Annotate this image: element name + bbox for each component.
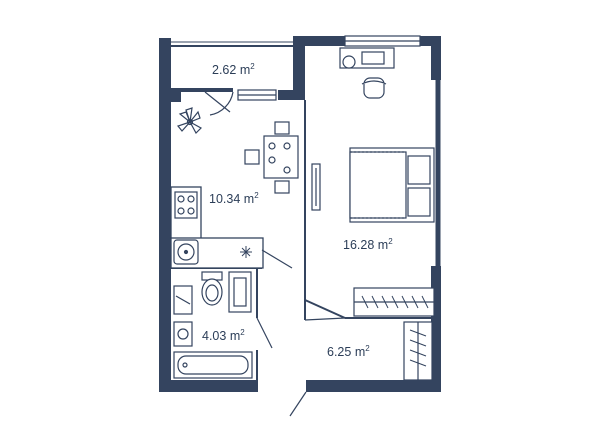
chair-icon [361,77,387,99]
bedroom-window [344,35,421,47]
doors [256,249,346,417]
wardrobe-icon [403,321,433,381]
fridge-icon [240,246,252,258]
chair-icon [244,121,290,194]
toilet-icon [201,271,223,306]
kitchen-area-label: 10.34 m2 [209,191,259,206]
wardrobe-icon [353,287,435,317]
bedroom-area-label: 16.28 m2 [343,237,393,252]
sink-icon [173,239,199,265]
tv-icon [311,163,321,211]
bathtub-icon [173,351,253,379]
balcony-door [204,89,277,116]
washbasin-icon [173,285,193,347]
interior-walls [171,45,440,392]
bathroom-area-label: 4.03 m2 [202,328,245,343]
stove-icon [174,191,198,219]
hallway-area-label: 6.25 m2 [327,344,370,359]
dining-table-icon [263,135,299,179]
outer-walls [159,36,441,392]
balcony-area-label: 2.62 m2 [212,62,255,77]
desk-icon [339,47,395,69]
houseplant-icon [176,107,202,134]
bedroom-side-window [435,80,441,266]
bed-icon [349,147,435,223]
washing-machine-icon [228,271,252,313]
